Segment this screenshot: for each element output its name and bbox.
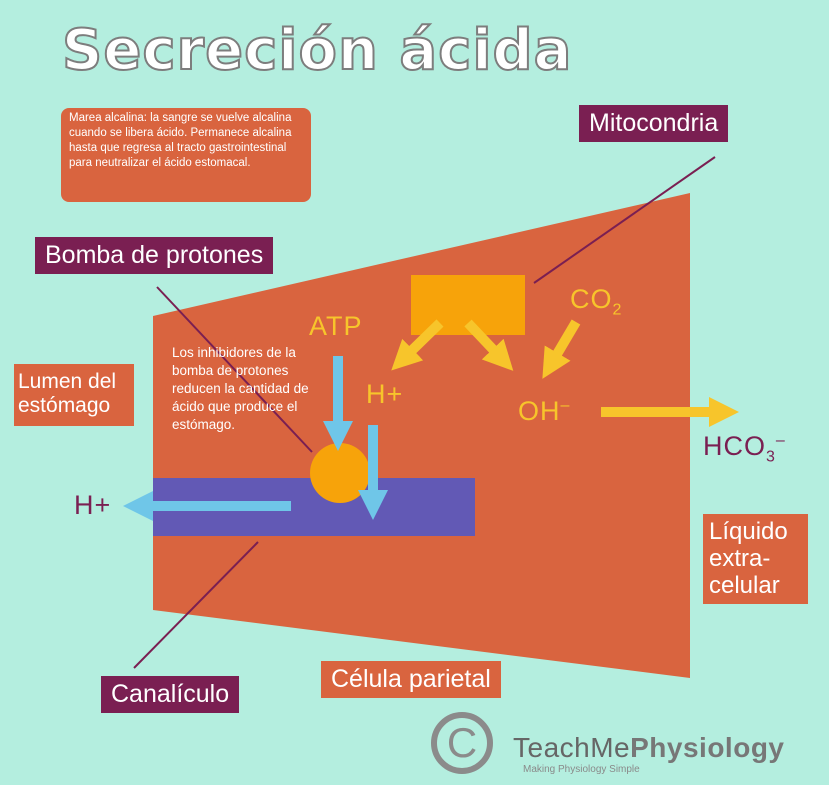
lumen-label: Lumen del estómago: [14, 364, 134, 426]
logo-name: TeachMePhysiology: [513, 732, 785, 764]
page-title: Secreción ácida: [61, 17, 573, 84]
co2-to-oh-arrow: [542, 319, 581, 379]
liquido-line-3: celular: [709, 572, 780, 599]
liquido-extracelular-label: Líquido extra- celular: [703, 514, 808, 604]
celula-parietal-label: Célula parietal: [321, 661, 501, 698]
bomba-pointer-line: [156, 286, 313, 453]
mitocondria-label: Mitocondria: [579, 105, 729, 142]
logo-name-part2: Physiology: [630, 732, 785, 763]
canaliculo-pointer-line: [133, 541, 259, 669]
oh-superscript: –: [560, 397, 571, 414]
alkaline-tide-note: Marea alcalina: la sangre se vuelve alca…: [61, 108, 311, 202]
hco3-base: HCO: [703, 431, 766, 461]
h-plus-lumen-label: H+: [74, 490, 112, 520]
copyright-icon: C: [431, 712, 493, 774]
hco3-label: HCO3–: [703, 431, 786, 466]
co2-base: CO: [570, 284, 613, 314]
mito-to-oh-arrow: [464, 319, 514, 371]
mito-to-h-arrow: [391, 319, 444, 371]
teachme-logo: C TeachMePhysiology Making Physiology Si…: [431, 712, 811, 782]
liquido-line-1: Líquido: [709, 518, 788, 545]
atp-label: ATP: [309, 311, 363, 341]
hco3-superscript: –: [775, 432, 786, 449]
parietal-cell-shape: [153, 193, 690, 678]
co2-subscript: 2: [612, 301, 623, 319]
oh-label: OH–: [518, 396, 570, 427]
inhibitors-text: Los inhibidores de la bomba de protones …: [172, 345, 309, 432]
mitocondria-pointer-line: [533, 156, 716, 284]
hco3-subscript: 3: [766, 448, 776, 466]
logo-tagline: Making Physiology Simple: [523, 764, 640, 775]
co2-label: CO2: [570, 284, 622, 319]
logo-name-part1: TeachMe: [513, 732, 631, 763]
proton-pump-circle: [310, 443, 370, 503]
oh-base: OH: [518, 396, 561, 426]
liquido-line-2: extra-: [709, 545, 771, 572]
bomba-protones-label: Bomba de protones: [35, 237, 274, 274]
h-plus-inside-label: H+: [366, 379, 404, 409]
canaliculo-label: Canalículo: [101, 676, 240, 713]
